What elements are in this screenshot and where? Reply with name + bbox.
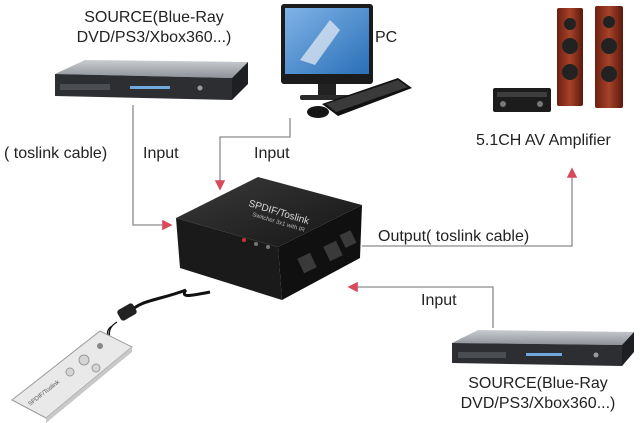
av-amplifier-set [493, 6, 623, 112]
pc-computer [281, 4, 412, 118]
right-input-cable [347, 281, 494, 328]
cable-left-label: ( toslink cable) [4, 145, 108, 162]
output-label: Output( toslink cable) [378, 228, 530, 245]
source-top-label: SOURCE(Blue-Ray DVD/PS3/Xbox360...) [44, 8, 264, 48]
connection-lines [132, 105, 578, 328]
remote-control: SPDIF/Toslink [11, 330, 133, 423]
ir-receiver [106, 288, 211, 339]
dvd-player-bottom [452, 330, 634, 366]
input-right-label: Input [421, 292, 457, 309]
pc-label: PC [375, 29, 398, 46]
source-bottom-line2: DVD/PS3/Xbox360...) [460, 395, 616, 412]
input-top-label: Input [254, 145, 290, 162]
input-left-label: Input [143, 145, 179, 162]
spdif-switcher: SPDIF/Toslink Switcher 3x1 with IR [176, 177, 362, 300]
dvd-player-top [55, 60, 248, 100]
source-bottom-label: SOURCE(Blue-Ray DVD/PS3/Xbox360...) [438, 374, 638, 414]
amplifier-label: 5.1CH AV Amplifier [476, 132, 611, 149]
source-top-line1: SOURCE(Blue-Ray [84, 9, 224, 26]
left-input-cable [132, 105, 173, 231]
source-top-line2: DVD/PS3/Xbox360...) [76, 29, 232, 46]
source-bottom-line1: SOURCE(Blue-Ray [468, 375, 608, 392]
pc-input-cable [214, 118, 291, 191]
output-cable [362, 167, 578, 247]
